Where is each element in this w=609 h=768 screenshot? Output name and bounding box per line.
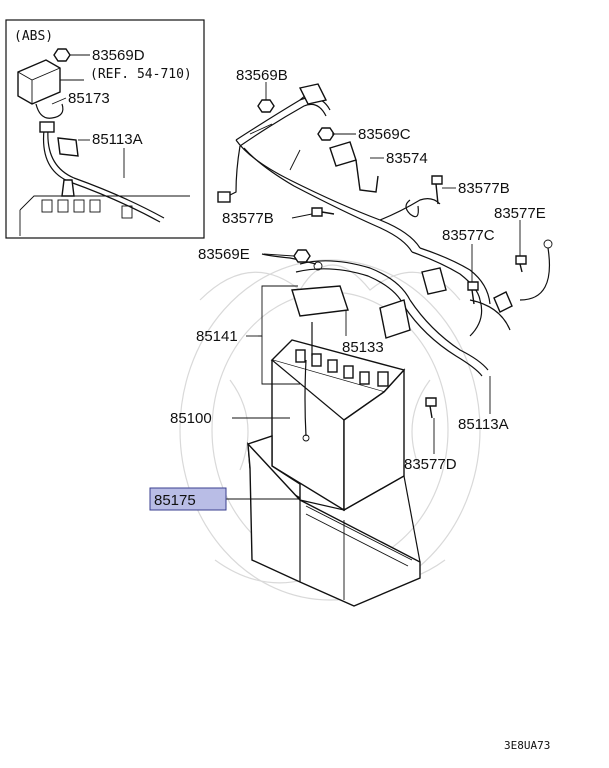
highlight-box xyxy=(149,487,227,511)
callout-83577B-left[interactable]: 83577B xyxy=(222,210,274,227)
fasteners xyxy=(257,99,527,419)
nut-icon xyxy=(317,127,335,141)
battery xyxy=(270,285,411,512)
callout-83574[interactable]: 83574 xyxy=(386,150,428,167)
inset-ref-note: (REF. 54-710) xyxy=(90,67,192,82)
nut-icon xyxy=(293,249,311,263)
diagram-code: 3E8UA73 xyxy=(504,739,550,752)
leader-lines xyxy=(226,82,521,500)
callout-83577B-right[interactable]: 83577B xyxy=(458,180,510,197)
bracket-icon xyxy=(355,159,379,193)
callout-85113A[interactable]: 85113A xyxy=(458,416,509,433)
callout-83577D[interactable]: 83577D xyxy=(404,456,457,473)
bolt-icon xyxy=(425,397,437,419)
inset-part-85173: 85173 xyxy=(68,90,110,107)
callout-83577C[interactable]: 83577C xyxy=(442,227,495,244)
inset-part-85113A: 85113A xyxy=(92,131,143,148)
bolt-icon xyxy=(311,207,335,217)
abs-inset: (ABS) 83569D (REF. 54-710) 85173 85113A xyxy=(5,19,205,239)
inset-part-83569D: 83569D xyxy=(92,47,145,64)
bolt-icon xyxy=(515,255,527,273)
nut-icon xyxy=(53,48,71,62)
bolt-icon xyxy=(467,281,479,305)
battery-tray xyxy=(247,435,421,607)
callout-83577E[interactable]: 83577E xyxy=(494,205,546,222)
callout-83569E[interactable]: 83569E xyxy=(198,246,250,263)
callout-85133[interactable]: 85133 xyxy=(342,339,384,356)
bolt-icon xyxy=(431,175,443,205)
callout-83569B[interactable]: 83569B xyxy=(236,67,288,84)
callout-83569C[interactable]: 83569C xyxy=(358,126,411,143)
callout-85100[interactable]: 85100 xyxy=(170,410,212,427)
callout-labels: 83569B 83569C 83574 83577B 83577B 83577E… xyxy=(149,67,546,511)
inset-title: (ABS) xyxy=(14,29,53,44)
callout-85141[interactable]: 85141 xyxy=(196,328,238,345)
callout-85175-highlighted[interactable]: 85175 xyxy=(154,492,196,509)
nut-icon xyxy=(257,99,275,113)
